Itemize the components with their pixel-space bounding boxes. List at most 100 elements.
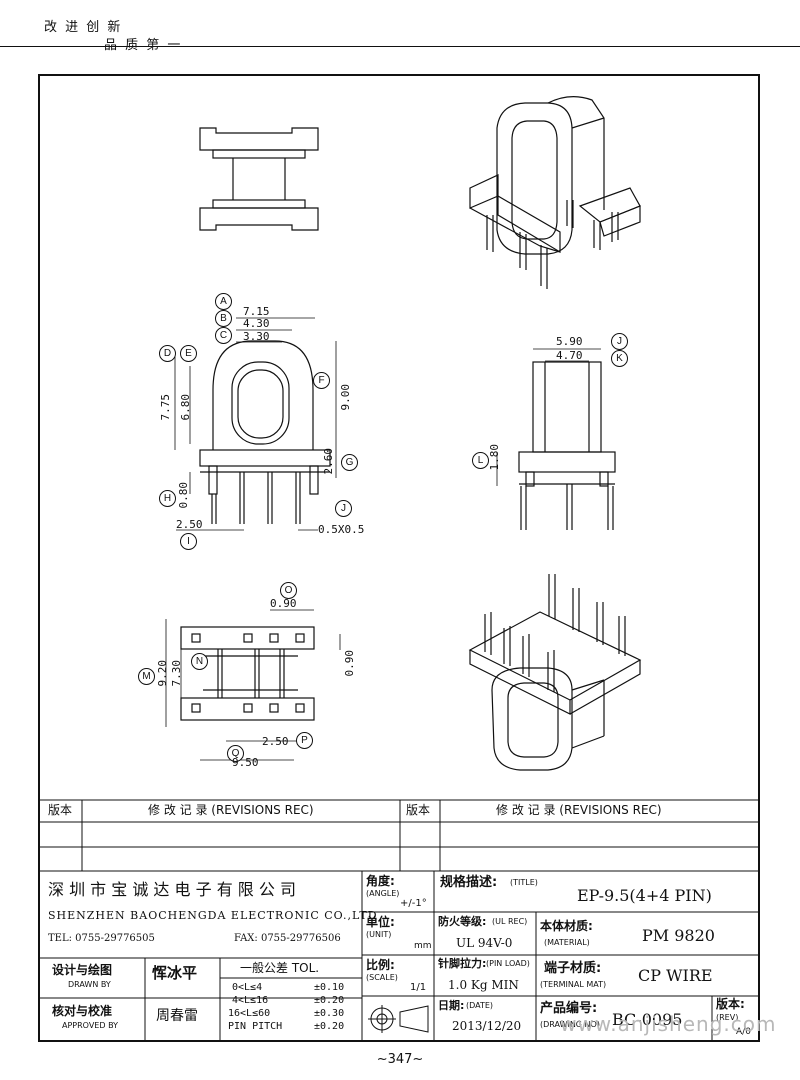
watermark: www.anjisheng.com: [560, 1012, 777, 1036]
drawn-en: DRAWN BY: [68, 980, 111, 989]
projection-symbol: [368, 1005, 429, 1033]
unit-cn: 单位:: [366, 915, 395, 929]
label-n: N: [191, 653, 208, 670]
term-val: CP WIRE: [638, 966, 713, 985]
dim-4-70: 4.70: [556, 349, 583, 362]
title-val: EP-9.5(4+4 PIN): [577, 886, 712, 905]
date-en: (DATE): [466, 1001, 494, 1010]
tol-val-3: ±0.30: [314, 1008, 345, 1019]
mat-val: PM 9820: [642, 926, 715, 945]
dim-6-80: 6.80: [179, 394, 192, 421]
ul-cn: 防火等级:: [438, 915, 487, 928]
company-en: SHENZHEN BAOCHENGDA ELECTRONIC CO.,LTD: [48, 909, 378, 922]
dim-7-15: 7.15: [243, 305, 270, 318]
dim-3-30: 3.30: [243, 330, 270, 343]
dim-7-30: 7.30: [170, 660, 183, 687]
rev-val: A/0: [736, 1027, 751, 1037]
tol-range-3: 16<L≤60: [228, 1008, 271, 1019]
tol-range-2: 4<L≤16: [232, 995, 269, 1006]
angle-val: +/-1°: [400, 898, 427, 909]
label-j-side: J: [611, 333, 628, 350]
scale-val: 1/1: [410, 982, 427, 993]
pin-cn: 针脚拉力:: [438, 957, 487, 970]
scale-en: (SCALE): [366, 973, 398, 982]
label-l: L: [472, 452, 489, 469]
date-cn: 日期:: [438, 999, 465, 1012]
label-g: G: [341, 454, 358, 471]
label-f: F: [313, 372, 330, 389]
label-h: H: [159, 490, 176, 507]
angle-en: (ANGLE): [366, 889, 400, 898]
tol-title: 一般公差 TOL.: [240, 961, 320, 975]
drawn-cn: 设计与绘图: [52, 963, 113, 977]
term-en: (TERMINAL MAT): [540, 980, 607, 989]
dim-4-30: 4.30: [243, 317, 270, 330]
title-cn: 规格描述:: [440, 875, 498, 890]
appr-en: APPROVED BY: [62, 1021, 119, 1030]
dwg-val: BC-0095: [612, 1010, 683, 1029]
rev-en: (REV): [716, 1013, 739, 1022]
tol-val-2: ±0.20: [314, 995, 345, 1006]
dim-2-50-bottom: 2.50: [262, 735, 289, 748]
unit-val: mm: [414, 941, 432, 951]
dim-0-90-right: 0.90: [343, 650, 356, 677]
tol-val-4: ±0.20: [314, 1021, 345, 1032]
iso-view-top: [469, 96, 641, 289]
slogan-line-1: 改 进 创 新: [44, 20, 123, 35]
side-view: [496, 348, 616, 530]
unit-en: (UNIT): [366, 930, 392, 939]
label-c: C: [215, 327, 232, 344]
tol-range-1: 0<L≤4: [232, 982, 263, 993]
drawing-frame: [38, 74, 760, 1042]
title-block-grid: [38, 799, 760, 1042]
scale-cn: 比例:: [366, 958, 395, 972]
dim-2-50: 2.50: [176, 518, 203, 531]
appr-val: 周春雷: [156, 1008, 198, 1024]
label-i: I: [180, 533, 197, 550]
dim-2-60: 2.60: [322, 448, 335, 475]
label-j-front: J: [335, 500, 352, 517]
title-en: (TITLE): [510, 878, 538, 887]
label-k: K: [611, 350, 628, 367]
label-p: P: [296, 732, 313, 749]
dim-7-75: 7.75: [159, 394, 172, 421]
label-m: M: [138, 668, 155, 685]
mat-cn: 本体材质:: [540, 919, 593, 933]
angle-cn: 角度:: [366, 874, 395, 888]
pin-en: (PIN LOAD): [486, 959, 530, 968]
ul-en: (UL REC): [492, 917, 528, 926]
rev-rec-2: 修 改 记 录 (REVISIONS REC): [496, 803, 662, 817]
tol-val-1: ±0.10: [314, 982, 345, 993]
page-number: ~347~: [376, 1052, 424, 1067]
dwg-en: (DRAWING NO): [540, 1020, 600, 1029]
bottom-view: [165, 609, 341, 761]
dim-9-00: 9.00: [339, 384, 352, 411]
top-view: [199, 127, 319, 231]
appr-cn: 核对与校准: [52, 1004, 113, 1018]
dim-1-80: 1.80: [488, 444, 501, 471]
label-q: Q: [227, 745, 244, 762]
dim-9-50: 9.50: [232, 756, 259, 769]
dim-0-80: 0.80: [177, 482, 190, 509]
front-view: [174, 317, 337, 531]
company-fax: FAX: 0755-29776506: [234, 933, 341, 944]
header-rule: [0, 46, 800, 47]
dim-0-90-top: 0.90: [270, 597, 297, 610]
term-cn: 端子材质:: [544, 961, 602, 976]
date-val: 2013/12/20: [452, 1019, 522, 1033]
label-d: D: [159, 345, 176, 362]
ul-val: UL 94V-0: [456, 936, 513, 950]
label-e: E: [180, 345, 197, 362]
dim-0-5x0-5: 0.5X0.5: [318, 523, 365, 536]
company-tel: TEL: 0755-29776505: [48, 933, 155, 944]
label-a: A: [215, 293, 232, 310]
company-cn: 深 圳 市 宝 诚 达 电 子 有 限 公 司: [48, 880, 296, 899]
rev-cn: 版本:: [716, 997, 745, 1011]
dim-9-20: 9.20: [156, 660, 169, 687]
label-o: O: [280, 582, 297, 599]
dim-5-90: 5.90: [556, 335, 583, 348]
pin-val: 1.0 Kg MIN: [448, 978, 519, 992]
dwg-cn: 产品编号:: [540, 1001, 598, 1016]
rev-label-2: 版本: [406, 803, 431, 817]
